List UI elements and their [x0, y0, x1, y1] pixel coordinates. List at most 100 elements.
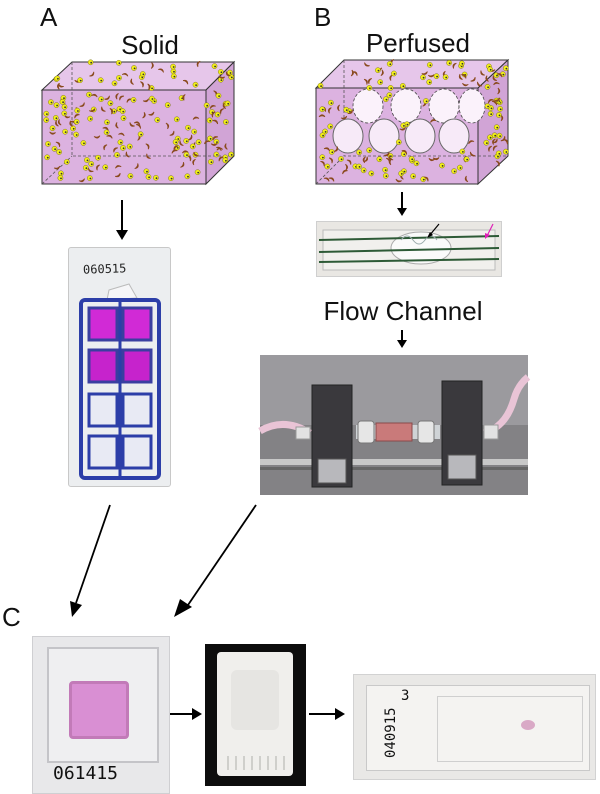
- cell-nucleus: [320, 85, 322, 87]
- crescent-cell-marker: [79, 102, 85, 107]
- cell-nucleus: [129, 146, 132, 148]
- cell-nucleus: [106, 131, 109, 134]
- crescent-cell-marker: [140, 81, 144, 88]
- cell-nucleus: [390, 87, 393, 90]
- crescent-cell-marker: [102, 126, 109, 131]
- cell-nucleus: [487, 105, 489, 108]
- cell-nucleus: [176, 147, 179, 149]
- cell-nucleus: [45, 119, 48, 122]
- crescent-cell-marker: [468, 140, 475, 145]
- crescent-cell-marker: [492, 145, 498, 151]
- crescent-cell-marker: [350, 69, 354, 77]
- crescent-cell-marker: [224, 143, 228, 150]
- cell-nucleus: [398, 141, 401, 144]
- panel-b-letter: B: [314, 2, 332, 32]
- slide-label: 040915: [383, 707, 399, 758]
- cell-nucleus: [105, 166, 107, 169]
- cell-nucleus: [379, 158, 381, 161]
- cell-nucleus: [60, 177, 62, 180]
- crescent-cell-marker: [470, 77, 476, 82]
- cell-nucleus: [429, 64, 432, 67]
- cell-nucleus: [369, 87, 371, 90]
- cell-nucleus: [151, 98, 154, 100]
- cell-nucleus: [225, 159, 227, 162]
- cell-nucleus: [390, 155, 392, 158]
- cell-nucleus: [118, 77, 121, 80]
- cell-nucleus: [389, 94, 391, 97]
- cell-nucleus: [90, 61, 93, 64]
- arrow-block-to-slide: [309, 708, 345, 720]
- cell-nucleus: [175, 141, 178, 144]
- cell-nucleus: [130, 175, 132, 178]
- cell-nucleus: [327, 166, 329, 168]
- crescent-cell-marker: [145, 143, 150, 150]
- crescent-cell-marker: [135, 124, 141, 129]
- cell-nucleus: [216, 141, 218, 143]
- cell-nucleus: [358, 166, 361, 168]
- cell-nucleus: [466, 158, 469, 161]
- crescent-cell-marker: [93, 135, 101, 139]
- cell-nucleus: [403, 125, 405, 127]
- coverslip: [437, 696, 583, 762]
- crescent-cell-marker: [115, 93, 119, 100]
- panel-a-letter: A: [40, 2, 58, 32]
- cell-nucleus: [140, 133, 143, 136]
- panel-c-letter: C: [2, 602, 21, 632]
- cell-nucleus: [385, 175, 388, 178]
- cell-nucleus: [50, 101, 53, 104]
- crescent-cell-marker: [500, 136, 506, 142]
- embedded-sample: [231, 670, 279, 730]
- cell-nucleus: [214, 65, 217, 68]
- cell-nucleus: [198, 141, 201, 144]
- cell-nucleus: [75, 134, 78, 136]
- cell-nucleus: [348, 110, 351, 113]
- crescent-cell-marker: [125, 151, 130, 158]
- crescent-cell-marker: [196, 60, 201, 68]
- cell-nucleus: [122, 147, 125, 150]
- crescent-cell-marker: [497, 87, 501, 95]
- cell-nucleus: [377, 69, 380, 72]
- cell-nucleus: [172, 66, 175, 68]
- cell-nucleus: [100, 79, 103, 82]
- crescent-cell-marker: [193, 151, 199, 157]
- cell-nucleus: [47, 143, 50, 146]
- cell-nucleus: [227, 102, 230, 105]
- cell-nucleus: [60, 172, 63, 175]
- cell-nucleus: [496, 126, 499, 129]
- crescent-cell-marker: [367, 78, 372, 85]
- cell-nucleus: [76, 121, 79, 123]
- cell-nucleus: [72, 127, 75, 130]
- chamber-slide-label: 060515: [82, 261, 127, 277]
- crescent-cell-marker: [121, 72, 129, 77]
- cell-nucleus: [330, 125, 332, 128]
- crescent-cell-marker: [395, 178, 402, 183]
- cell-nucleus: [411, 158, 414, 161]
- cell-nucleus: [100, 98, 103, 101]
- crescent-cell-marker: [96, 164, 100, 171]
- crescent-cell-marker: [318, 114, 326, 118]
- crescent-cell-marker: [146, 153, 151, 159]
- crescent-cell-marker: [165, 122, 170, 130]
- perfused-gel-photo: [316, 221, 502, 277]
- crescent-cell-marker: [119, 95, 125, 101]
- crescent-cell-marker: [380, 69, 384, 77]
- tissue-section: [521, 720, 535, 730]
- chamber-slide-photo: 060515: [68, 247, 171, 487]
- crescent-cell-marker: [340, 115, 348, 120]
- cell-nucleus: [496, 74, 498, 77]
- crescent-cell-marker: [109, 108, 114, 115]
- cell-nucleus: [340, 158, 343, 161]
- crescent-cell-marker: [491, 100, 498, 106]
- cell-nucleus: [393, 73, 396, 75]
- crescent-cell-marker: [363, 156, 368, 163]
- crescent-cell-marker: [142, 98, 150, 103]
- cell-nucleus: [486, 142, 488, 144]
- crescent-cell-marker: [323, 177, 330, 182]
- cell-nucleus: [499, 108, 502, 111]
- cell-nucleus: [462, 151, 464, 153]
- crescent-cell-marker: [477, 81, 483, 87]
- cell-nucleus: [197, 171, 200, 174]
- cell-nucleus: [331, 151, 334, 154]
- crescent-cell-marker: [225, 71, 231, 77]
- cell-nucleus: [64, 106, 66, 109]
